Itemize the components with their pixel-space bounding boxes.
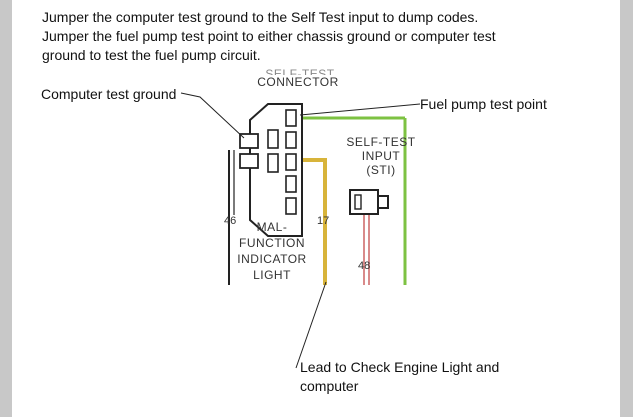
connector-pin (285, 131, 297, 149)
instruction-line-1: Jumper the computer test ground to the S… (42, 9, 479, 25)
connector-pin (285, 109, 297, 127)
sti-label-2: INPUT (361, 149, 401, 163)
leader-check-engine-lead (295, 281, 327, 369)
self-test-connector (239, 103, 303, 237)
content-card: Jumper the computer test ground to the S… (12, 0, 620, 417)
mil-label-2: FUNCTION (239, 236, 305, 250)
leader-computer-test-ground (180, 92, 245, 139)
connector-pin (267, 129, 279, 149)
ground-terminal (239, 153, 259, 169)
connector-pin (285, 197, 297, 215)
connector-wiring-diagram (180, 92, 421, 369)
connector-pin (285, 153, 297, 171)
instruction-line-3: ground to test the fuel pump circuit. (42, 47, 261, 63)
callout-computer-test-ground: Computer test ground (41, 86, 177, 102)
callout-fuel-pump-test-point: Fuel pump test point (420, 96, 547, 112)
mil-label-1: MAL- (256, 220, 288, 234)
ground-terminal (239, 133, 259, 149)
sti-label-3: (STI) (366, 163, 396, 177)
connector-pin (267, 153, 279, 173)
callout-lead-line-1: Lead to Check Engine Light and (300, 359, 500, 375)
callout-lead-line-2: computer (300, 378, 359, 394)
connector-label: CONNECTOR (257, 75, 339, 89)
mil-label-3: INDICATOR (237, 252, 307, 266)
instruction-line-2: Jumper the fuel pump test point to eithe… (42, 28, 496, 44)
connector-pin (285, 175, 297, 193)
connector-label-top: SELF-TEST (265, 68, 335, 75)
instructions-text: Jumper the computer test ground to the S… (42, 8, 602, 65)
wire-48-label: 48 (358, 260, 371, 272)
sti-label-1: SELF-TEST (346, 135, 416, 149)
wire-17-label: 17 (317, 215, 330, 227)
sti-connector (349, 189, 389, 215)
mil-label-4: LIGHT (253, 268, 291, 282)
leader-fuel-pump-test-point (299, 103, 421, 116)
wire-46-label: 46 (224, 215, 237, 227)
